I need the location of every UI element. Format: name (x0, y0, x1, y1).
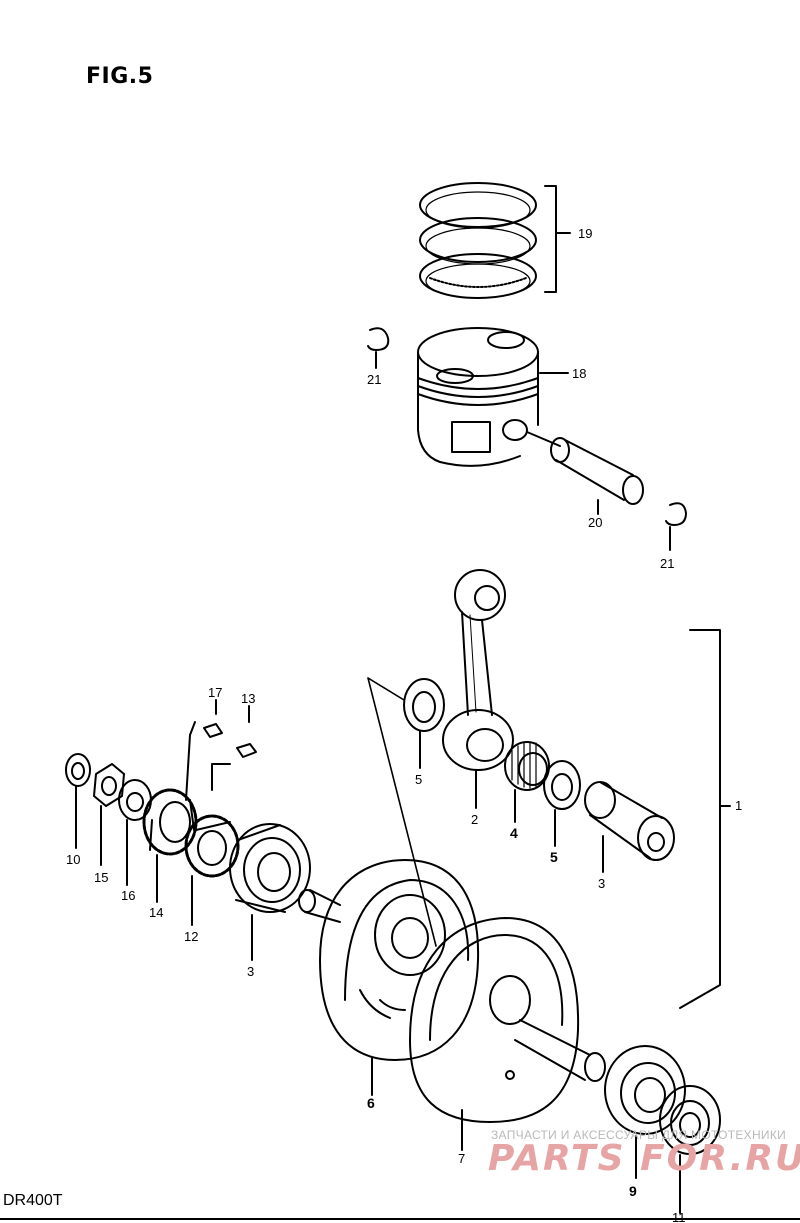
callout-16: 16 (121, 888, 135, 903)
callout-21-left: 21 (367, 372, 381, 387)
gear-14 (142, 788, 198, 856)
washer-10-hole (71, 762, 85, 780)
callout-17: 17 (208, 685, 222, 700)
callout-10: 10 (66, 852, 80, 867)
callout-3-bearing: 3 (247, 964, 254, 979)
needle-bearing (504, 741, 550, 791)
callout-2: 2 (471, 812, 478, 827)
callout-6: 6 (367, 1095, 375, 1111)
washer-16-hole (126, 792, 144, 812)
thrust-washer-right-hole (551, 773, 573, 801)
callout-5-left: 5 (415, 772, 422, 787)
crank-pin (584, 781, 675, 861)
washer-10 (65, 753, 91, 787)
callout-21-right: 21 (660, 556, 674, 571)
thrust-washer-left-hole (412, 691, 436, 723)
oil-seal-11 (659, 1085, 721, 1155)
nut-15 (93, 763, 125, 807)
leader-13-b (211, 763, 231, 791)
callout-5-right: 5 (550, 849, 558, 865)
callout-18: 18 (572, 366, 586, 381)
fig-title: FIG.5 (86, 64, 154, 89)
callout-3-pin: 3 (598, 876, 605, 891)
piston-pin (526, 431, 644, 505)
callout-4: 4 (510, 825, 518, 841)
washer-16 (118, 779, 152, 821)
callout-13: 13 (241, 691, 255, 706)
leader-17 (185, 721, 196, 801)
key-13 (236, 743, 257, 758)
nut-15-hole (101, 776, 117, 796)
crankshaft-right (409, 917, 606, 1123)
thrust-washer-left (403, 678, 445, 732)
callout-12: 12 (184, 929, 198, 944)
connecting-rod (442, 569, 514, 771)
bracket-1 (679, 629, 731, 1009)
piston-ring-set (419, 182, 537, 299)
callout-1: 1 (735, 798, 742, 813)
bracket-19 (544, 185, 571, 293)
callout-9: 9 (629, 1183, 637, 1199)
bottom-rule (0, 1218, 800, 1220)
callout-14: 14 (149, 905, 163, 920)
thrust-washer-right (543, 760, 581, 810)
model-label: DR400T (3, 1192, 63, 1209)
circlip-left (367, 327, 390, 351)
watermark-caption: ЗАПЧАСТИ И АКСЕССУАРЫ ДЛЯ МОТОТЕХНИКИ (491, 1128, 787, 1142)
callout-20: 20 (588, 515, 602, 530)
main-bearing-left (229, 823, 311, 913)
callout-15: 15 (94, 870, 108, 885)
main-bearing-right (604, 1045, 686, 1135)
piston (417, 327, 539, 467)
callout-7: 7 (458, 1151, 465, 1166)
assembly-guide (367, 677, 437, 947)
circlip-right (665, 502, 687, 526)
crankshaft-left (298, 859, 480, 1061)
callout-19: 19 (578, 226, 592, 241)
key-17 (203, 723, 223, 738)
callout-11: 11 (672, 1210, 686, 1223)
watermark-logo: PARTS FOR.RU (488, 1138, 800, 1179)
